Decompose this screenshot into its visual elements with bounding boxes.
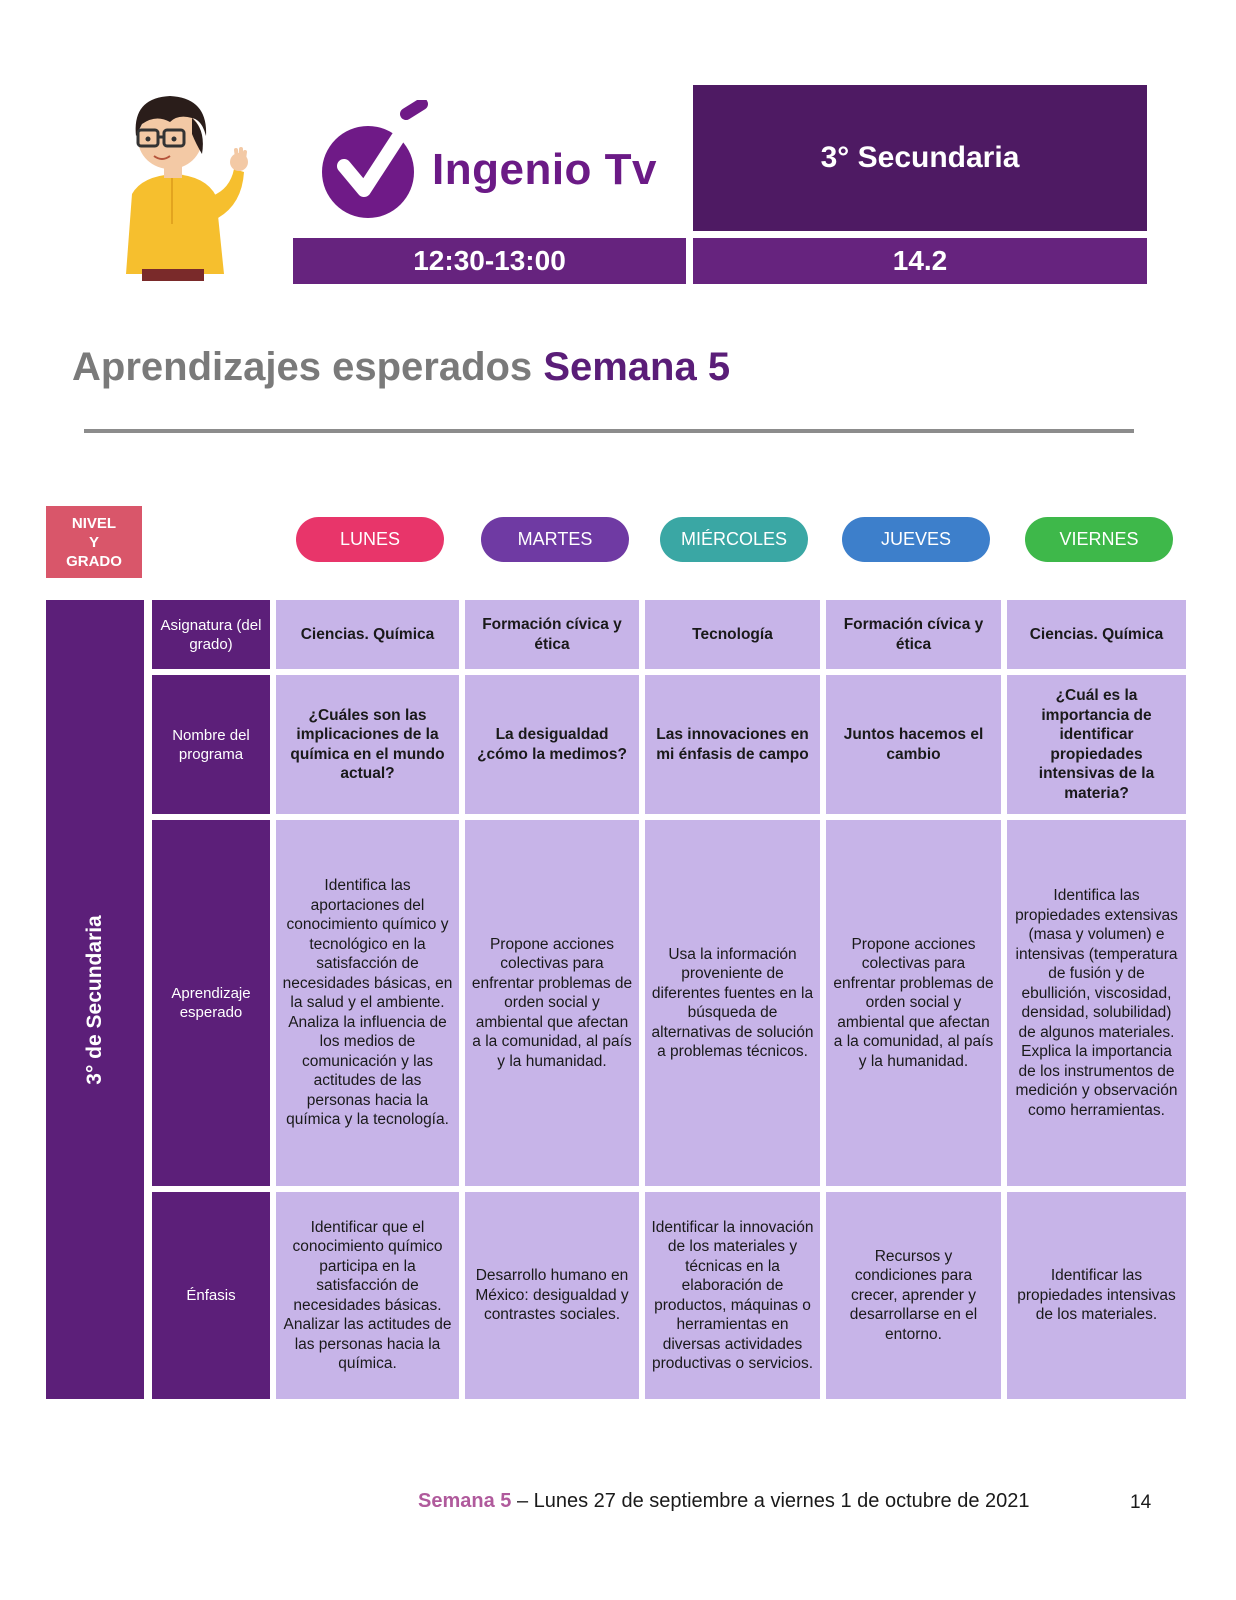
cell-asignatura-jueves: Formación cívica y ética <box>826 600 1001 669</box>
logo-text: Ingenio Tv <box>432 145 657 194</box>
cell-enfasis-viernes: Identificar las propiedades intensivas d… <box>1007 1192 1186 1399</box>
row-header-aprendizaje: Aprendizaje esperado <box>152 820 270 1186</box>
row-header-asignatura: Asignatura (del grado) <box>152 600 270 669</box>
day-pill-martes: MARTES <box>481 517 629 562</box>
grade-band: 3° de Secundaria <box>46 600 144 1399</box>
page-title: Aprendizajes esperados Semana 5 <box>72 345 730 390</box>
cell-aprendizaje-lunes: Identifica las aportaciones del conocimi… <box>276 820 459 1186</box>
title-prefix: Aprendizajes esperados <box>72 345 533 389</box>
cell-asignatura-martes: Formación cívica y ética <box>465 600 639 669</box>
day-pill-viernes: VIERNES <box>1025 517 1173 562</box>
cell-enfasis-lunes: Identificar que el conocimiento químico … <box>276 1192 459 1399</box>
day-pill-miercoles: MIÉRCOLES <box>660 517 808 562</box>
cell-programa-martes: La desigualdad ¿cómo la medimos? <box>465 675 639 814</box>
footer-week-range: Semana 5 – Lunes 27 de septiembre a vier… <box>418 1490 1030 1513</box>
cell-asignatura-miercoles: Tecnología <box>645 600 820 669</box>
row-header-enfasis: Énfasis <box>152 1192 270 1399</box>
cell-enfasis-martes: Desarrollo humano en México: desigualdad… <box>465 1192 639 1399</box>
title-highlight: Semana 5 <box>543 345 731 389</box>
title-divider <box>84 429 1134 433</box>
cell-enfasis-jueves: Recursos y condiciones para crecer, apre… <box>826 1192 1001 1399</box>
nivel-line: GRADO <box>66 552 122 570</box>
cell-enfasis-miercoles: Identificar la innovación de los materia… <box>645 1192 820 1399</box>
cell-aprendizaje-viernes: Identifica las propiedades extensivas (m… <box>1007 820 1186 1186</box>
cell-asignatura-viernes: Ciencias. Química <box>1007 600 1186 669</box>
cell-aprendizaje-jueves: Propone acciones colectivas para enfrent… <box>826 820 1001 1186</box>
grade-header: 3° Secundaria <box>693 85 1147 231</box>
time-slot: 12:30-13:00 <box>293 238 686 284</box>
page-number: 14 <box>1130 1492 1152 1513</box>
cell-programa-miercoles: Las innovaciones en mi énfasis de campo <box>645 675 820 814</box>
nivel-grado-badge: NIVEL Y GRADO <box>46 506 142 578</box>
row-header-programa: Nombre del programa <box>152 675 270 814</box>
cell-aprendizaje-martes: Propone acciones colectivas para enfrent… <box>465 820 639 1186</box>
cell-programa-lunes: ¿Cuáles son las implicaciones de la quím… <box>276 675 459 814</box>
channel-number: 14.2 <box>693 238 1147 284</box>
day-pill-lunes: LUNES <box>296 517 444 562</box>
cell-programa-viernes: ¿Cuál es la importancia de identificar p… <box>1007 675 1186 814</box>
checkmark-logo-icon <box>322 100 428 218</box>
footer-week: Semana 5 <box>418 1490 512 1512</box>
grade-band-label: 3° de Secundaria <box>83 915 106 1085</box>
footer-dates: – Lunes 27 de septiembre a viernes 1 de … <box>511 1490 1030 1512</box>
mascot-illustration <box>126 96 248 281</box>
cell-asignatura-lunes: Ciencias. Química <box>276 600 459 669</box>
cell-programa-jueves: Juntos hacemos el cambio <box>826 675 1001 814</box>
nivel-line: NIVEL <box>71 514 117 532</box>
nivel-line: Y <box>88 533 99 551</box>
day-pill-jueves: JUEVES <box>842 517 990 562</box>
cell-aprendizaje-miercoles: Usa la información proveniente de difere… <box>645 820 820 1186</box>
